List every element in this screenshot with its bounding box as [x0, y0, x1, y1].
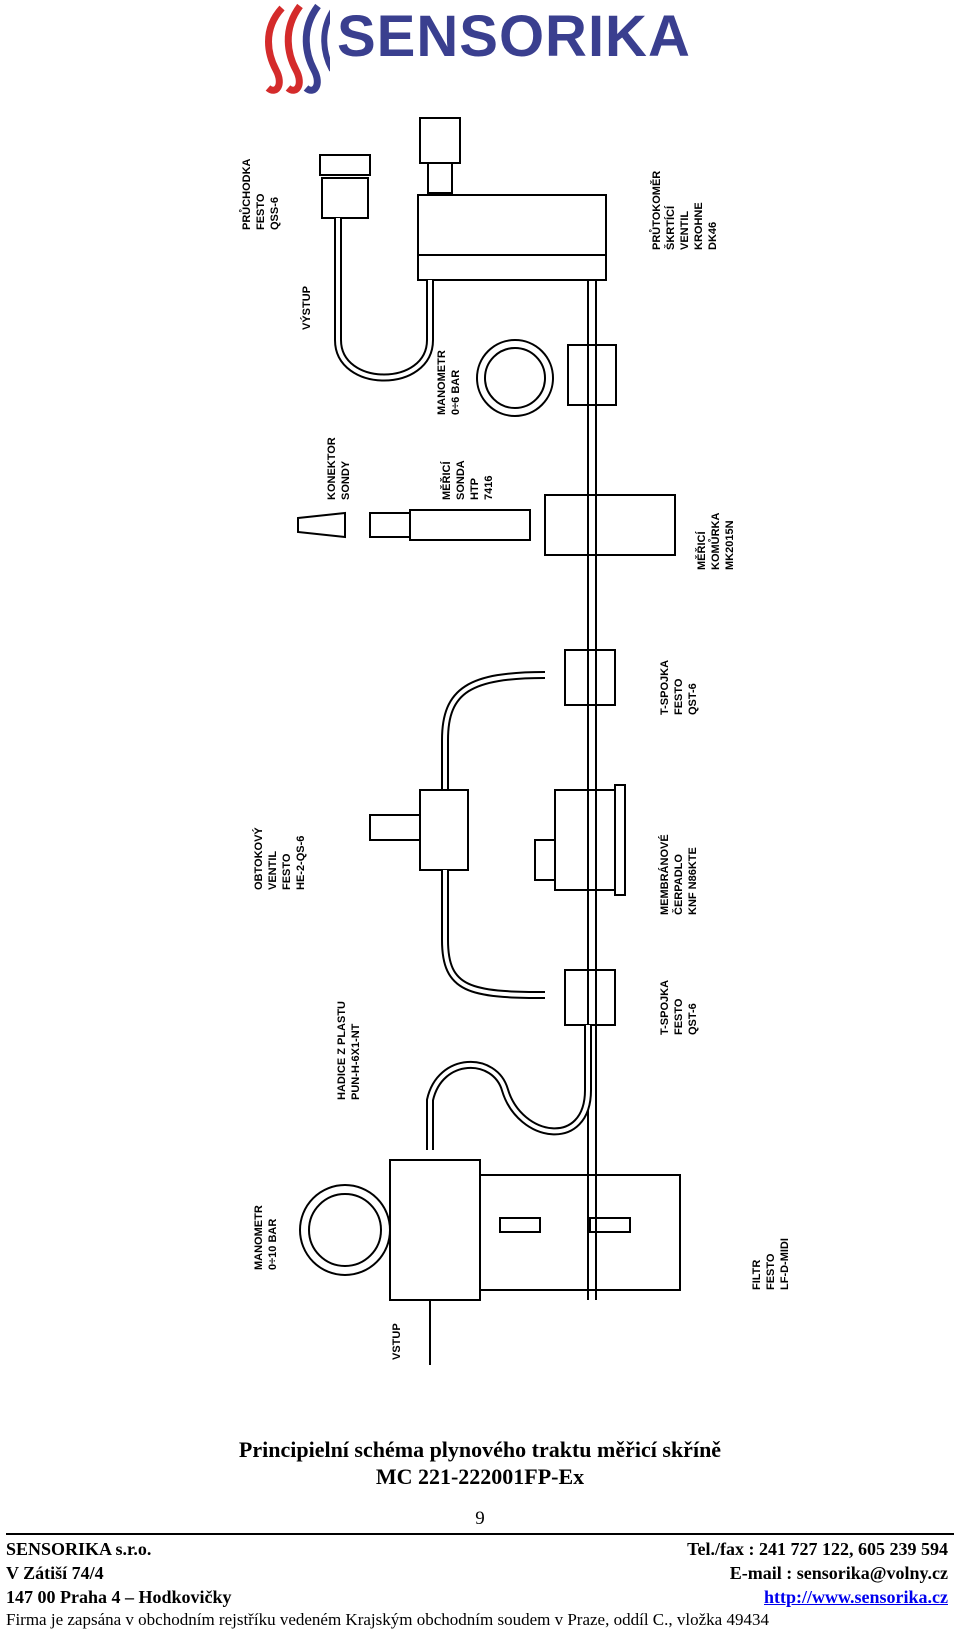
footer-company: SENSORIKA s.r.o. — [6, 1539, 152, 1559]
flowmeter-knob — [419, 117, 461, 164]
measuring-chamber — [544, 494, 676, 556]
manometer-2-dial — [299, 1184, 391, 1276]
filter-head — [389, 1159, 481, 1301]
page-number: 9 — [475, 1508, 485, 1529]
figure-caption: Principielní schéma plynového traktu měř… — [238, 1437, 722, 1462]
footer-city: 147 00 Praha 4 – Hodkovičky — [6, 1587, 232, 1607]
footer-web-link[interactable]: http://www.sensorika.cz — [764, 1587, 948, 1607]
footer-email: E-mail : sensorika@volny.cz — [729, 1563, 948, 1583]
figure-caption-model: MC 221-222001FP-Ex — [375, 1464, 585, 1489]
t-junction-1 — [564, 649, 616, 706]
flowmeter-body — [417, 194, 607, 256]
footer-street: V Zátiší 74/4 — [6, 1563, 104, 1583]
t-junction-2 — [564, 969, 616, 1026]
filter-bowl — [479, 1174, 681, 1291]
membrane-pump — [554, 789, 616, 891]
footer-rule — [6, 1533, 954, 1535]
manometer-1-dial — [476, 339, 554, 417]
footer-tel: Tel./fax : 241 727 122, 605 239 594 — [687, 1539, 948, 1559]
bypass-valve — [419, 789, 469, 871]
logo-wordmark: SENSORIKA — [337, 4, 691, 69]
flame-logo-icon — [265, 3, 330, 94]
label-vystup: VÝSTUP — [300, 286, 313, 330]
company-logo: SENSORIKA — [0, 0, 960, 110]
footer-registration: Firma je zapsána v obchodním rejstříku v… — [6, 1610, 769, 1629]
label-vstup: VSTUP — [391, 1323, 403, 1360]
probe-body — [409, 509, 531, 541]
